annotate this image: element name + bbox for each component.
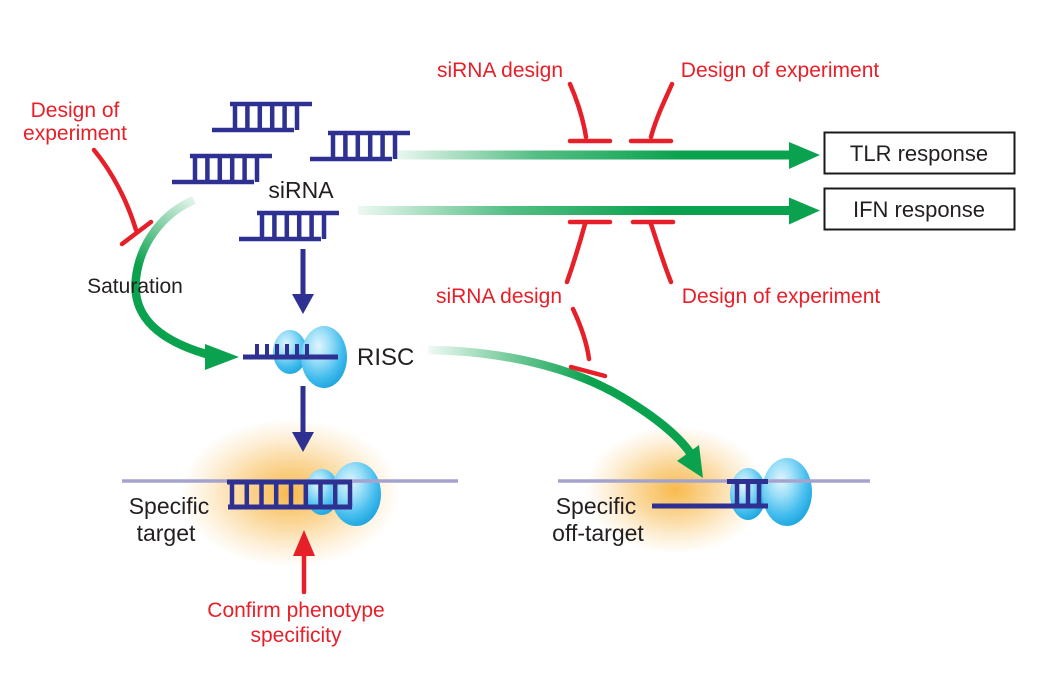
specific-off-target-label-line1: Specific xyxy=(556,493,637,519)
tlr-response-arrow xyxy=(393,142,820,169)
off-target-partial-duplex-icon xyxy=(652,479,768,509)
inhibit-saturation-tbar xyxy=(91,147,154,247)
ifn-response-label: IFN response xyxy=(853,197,985,222)
sirna-to-risc-arrow xyxy=(292,249,314,314)
target-duplex-icon xyxy=(227,479,353,510)
sirna-duplex-icon xyxy=(172,156,272,182)
inhibit-tlr-sirna-design-tbar xyxy=(567,81,613,144)
specific-target-scene xyxy=(122,462,458,526)
risc-blob-small xyxy=(273,330,307,374)
confirm-phenotype-arrow xyxy=(293,530,315,595)
target-risc-blob-large xyxy=(331,462,381,526)
specific-target-label-line1: Specific xyxy=(129,493,210,519)
confirm-phenotype-label-line2: specificity xyxy=(250,624,342,647)
specific-off-target-label-line2: off-target xyxy=(552,520,644,546)
sirna-label: siRNA xyxy=(268,177,334,203)
sirna-design-top-label: siRNA design xyxy=(437,59,563,82)
off-target-risc-blob-large xyxy=(762,458,812,526)
risc-complex xyxy=(243,326,347,388)
inhibit-tlr-design-experiment-tbar xyxy=(628,81,675,144)
ifn-response-arrow xyxy=(358,197,820,225)
inhibit-ifn-sirna-design-tbar xyxy=(564,219,613,285)
inhibit-ifn-design-experiment-tbar xyxy=(630,219,676,285)
sirna-design-mid-label: siRNA design xyxy=(436,285,562,308)
sirna-duplex-icon xyxy=(239,213,339,239)
design-of-experiment-mid-label: Design of experiment xyxy=(682,285,881,308)
specific-target-label-line2: target xyxy=(137,520,196,546)
risc-label: RISC xyxy=(357,344,414,371)
design-of-experiment-left-label-line1: Design of xyxy=(31,99,120,122)
guide-strand-icon xyxy=(243,344,338,360)
saturation-label: Saturation xyxy=(87,275,183,298)
sirna-pool xyxy=(172,104,410,239)
specific-off-target-scene xyxy=(558,458,870,526)
confirm-phenotype-label-line1: Confirm phenotype xyxy=(207,599,384,622)
sirna-duplex-icon xyxy=(310,133,410,159)
design-of-experiment-left-label-line2: experiment xyxy=(23,122,127,145)
design-of-experiment-top-label: Design of experiment xyxy=(681,59,880,82)
inhibit-off-target-tbar xyxy=(568,306,608,379)
tlr-response-label: TLR response xyxy=(850,141,988,166)
off-target-cleavage-glow xyxy=(585,426,765,554)
off-target-arrow xyxy=(427,345,703,478)
risc-to-target-arrow xyxy=(292,386,314,452)
ifn-response-box: IFN response xyxy=(823,187,1016,231)
saturation-arrow xyxy=(131,196,239,370)
sirna-duplex-icon xyxy=(212,104,312,130)
tlr-response-box: TLR response xyxy=(823,131,1016,175)
